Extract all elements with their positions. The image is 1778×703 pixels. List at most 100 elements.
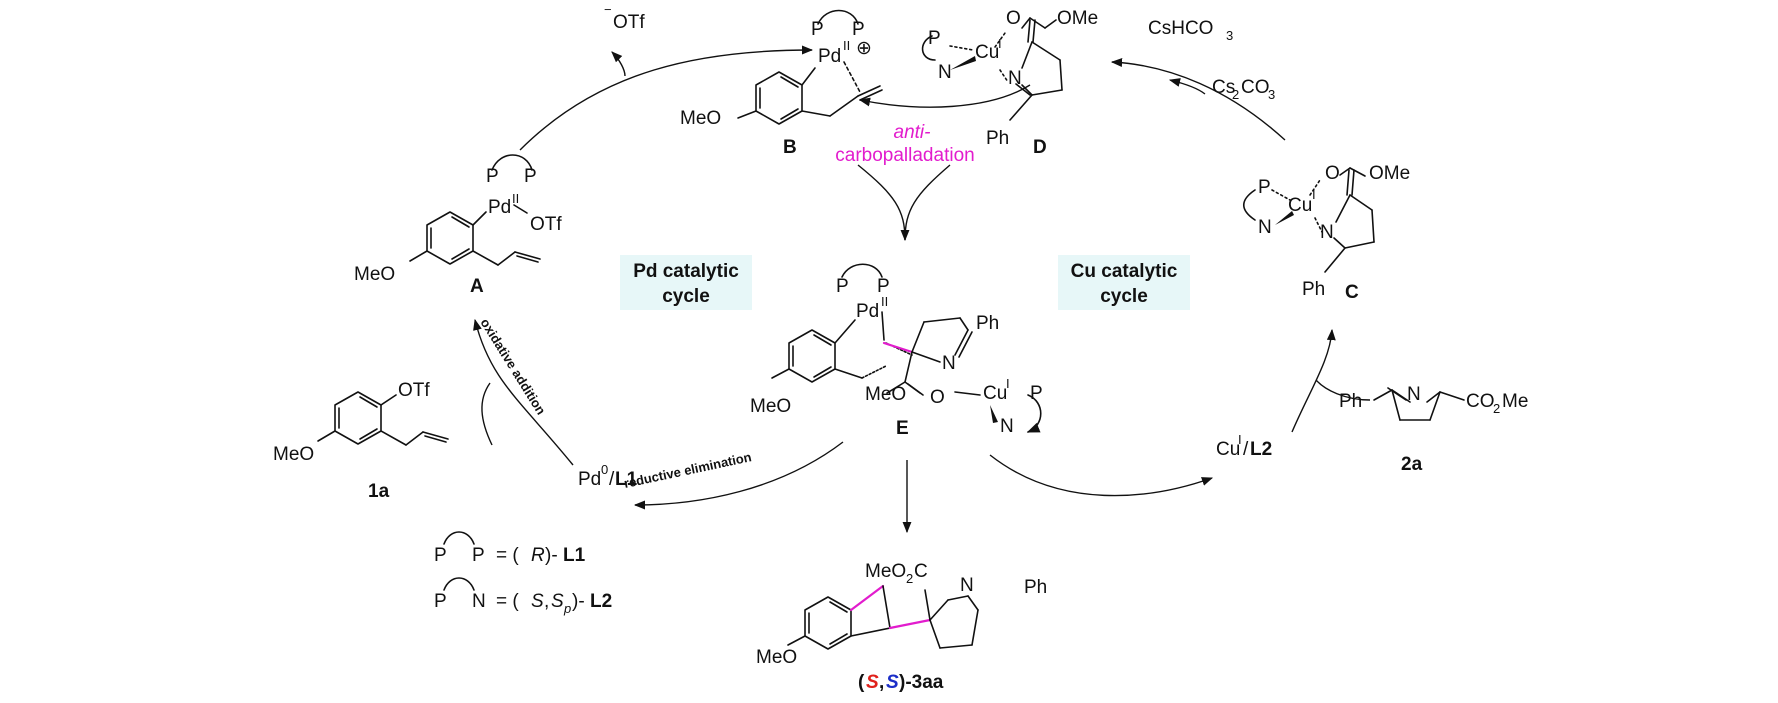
- legend-l2-s: S: [531, 591, 544, 612]
- compound-D: P N Cu I O OMe N Ph D: [921, 8, 1098, 158]
- compound-3aa-ester-subscript: 2: [906, 571, 913, 586]
- compound-C-ome: OMe: [1369, 163, 1410, 184]
- pd-cycle-label-line1: Pd catalytic: [633, 261, 739, 282]
- compound-3aa-comma: ,: [879, 672, 884, 693]
- compound-B-label: B: [783, 137, 797, 158]
- compound-E-o: O: [930, 387, 945, 408]
- pd-cycle-label: Pd catalytic cycle: [620, 255, 752, 310]
- legend-l2: P N = ( S , S p )- L2: [434, 577, 612, 616]
- legend-l1: P P = ( R )- L1: [434, 531, 586, 566]
- arrow-CuL2-to-C: [1291, 328, 1336, 433]
- arrow-cs2co3-in: [1168, 78, 1206, 95]
- cu-cycle-label-line2: cycle: [1100, 286, 1148, 307]
- otf-anion-text: OTf: [613, 12, 645, 33]
- legend-l1-eq: = (: [496, 545, 519, 566]
- legend-l2-sp-subscript: p: [563, 601, 571, 616]
- compound-D-cu-oxidation: I: [998, 36, 1002, 51]
- compound-D-cu: Cu: [975, 42, 999, 63]
- cs2co3-mid: CO: [1241, 77, 1270, 98]
- step-anti-label: anti-: [894, 122, 931, 143]
- legend-l1-r: R: [531, 545, 545, 566]
- compound-3aa-ph: Ph: [1024, 577, 1047, 598]
- cycle-arrows: [473, 45, 1371, 534]
- legend-l2-n: N: [472, 591, 486, 612]
- cu-cycle-label-line1: Cu catalytic: [1071, 261, 1178, 282]
- compound-D-ome: OMe: [1057, 8, 1098, 29]
- step-reductive-elimination-label: reductive elimination: [623, 449, 753, 491]
- compound-3aa-ester-pre: MeO: [865, 561, 906, 582]
- compound-2a-n: N: [1407, 384, 1421, 405]
- compound-E-cu-ligand-arc: [1026, 394, 1042, 433]
- cshco3-subscript: 3: [1226, 28, 1233, 43]
- compound-3aa-n: N: [960, 575, 974, 596]
- legend-l2-comma: ,: [544, 591, 549, 612]
- arrow-D-into-E: [904, 164, 951, 241]
- pd0-superscript: 0: [601, 462, 608, 477]
- legend-l1-ligand: L1: [563, 545, 586, 566]
- compound-3aa-new-bond-1: [849, 584, 885, 612]
- compound-C-n-ring: N: [1320, 222, 1334, 243]
- compound-3aa-meo: MeO: [756, 647, 797, 668]
- compound-B-p1: P: [811, 19, 824, 40]
- compound-3aa-s2: S: [886, 672, 899, 693]
- compound-1a-label: 1a: [368, 481, 390, 502]
- legend-l1-arc: [443, 531, 475, 545]
- compound-D-ph: Ph: [986, 128, 1009, 149]
- arrow-C-to-D: [1110, 58, 1286, 141]
- compound-B: P P Pd II ⊕ MeO B: [680, 9, 883, 158]
- compound-E-pd: Pd: [856, 301, 879, 322]
- pd-cycle-label-line2: cycle: [662, 286, 710, 307]
- compound-B-charge: ⊕: [856, 38, 872, 59]
- compound-E-n-ring: N: [942, 353, 956, 374]
- compound-A-pd-oxidation: II: [512, 191, 519, 206]
- compound-A-ring: [426, 211, 474, 265]
- compound-E-cu: Cu: [983, 383, 1007, 404]
- compound-2a-ester: CO: [1466, 391, 1495, 412]
- compound-C-cu-oxidation: I: [1312, 187, 1316, 202]
- compound-E-new-bond: [882, 341, 914, 354]
- compound-1a: OTf MeO 1a: [273, 380, 449, 502]
- cu-l2: Cu I / L2: [1216, 432, 1272, 460]
- compound-A-p2-label: P: [524, 166, 537, 187]
- compound-3aa-new-bond-2: [888, 618, 932, 630]
- compound-E-pd-oxidation: II: [881, 294, 888, 309]
- compound-E-p2: P: [877, 276, 890, 297]
- compound-A-meo: MeO: [354, 264, 395, 285]
- compound-2a-label: 2a: [1401, 454, 1423, 475]
- compound-E-n-cu: N: [1000, 416, 1014, 437]
- cs2co3-subscript-1: 2: [1232, 87, 1239, 102]
- compound-C-o: O: [1325, 163, 1340, 184]
- cu-cycle-label: Cu catalytic cycle: [1058, 255, 1190, 310]
- arrow-otf-release: [611, 51, 626, 77]
- compound-D-n: N: [938, 62, 952, 83]
- compound-B-p2: P: [852, 19, 865, 40]
- compound-B-ligand-arc: [817, 9, 859, 25]
- legend-l2-p: P: [434, 591, 447, 612]
- pd0-l1: Pd 0 / L1: [578, 462, 638, 490]
- compound-C-cu: Cu: [1288, 195, 1312, 216]
- arrow-reductive-elimination: [633, 441, 844, 510]
- pd0-text: Pd: [578, 469, 601, 490]
- compound-E-p1: P: [836, 276, 849, 297]
- cul2-text: Cu: [1216, 439, 1240, 460]
- otf-anion-charge: −: [604, 2, 612, 17]
- compound-2a-ester-subscript: 2: [1493, 401, 1500, 416]
- compound-C: P N Cu I O OMe N Ph C: [1242, 163, 1410, 303]
- compound-3aa-suffix: )-3aa: [899, 672, 944, 693]
- cshco3: CsHCO 3: [1148, 18, 1233, 43]
- compound-1a-ring: [334, 391, 382, 445]
- legend-l2-arc: [443, 577, 475, 591]
- cul2-ligand: L2: [1250, 439, 1272, 460]
- arrow-D-to-B: [858, 84, 1031, 108]
- compound-1a-otf: OTf: [398, 380, 430, 401]
- compound-E-p-cu: P: [1030, 383, 1043, 404]
- compound-E-meo-aryl: MeO: [750, 396, 791, 417]
- compound-E: P P Pd II Ph N O Cu I P N MeO MeO E: [750, 263, 1043, 439]
- legend-l1-close: )-: [545, 545, 558, 566]
- arrow-A-to-B: [519, 45, 814, 151]
- compound-E-meo-ester: MeO: [865, 384, 906, 405]
- cs2co3: Cs 2 CO 3: [1212, 77, 1275, 102]
- legend-l1-p2: P: [472, 545, 485, 566]
- otf-anion: − OTf: [604, 2, 645, 33]
- legend-l2-sp: S: [551, 591, 564, 612]
